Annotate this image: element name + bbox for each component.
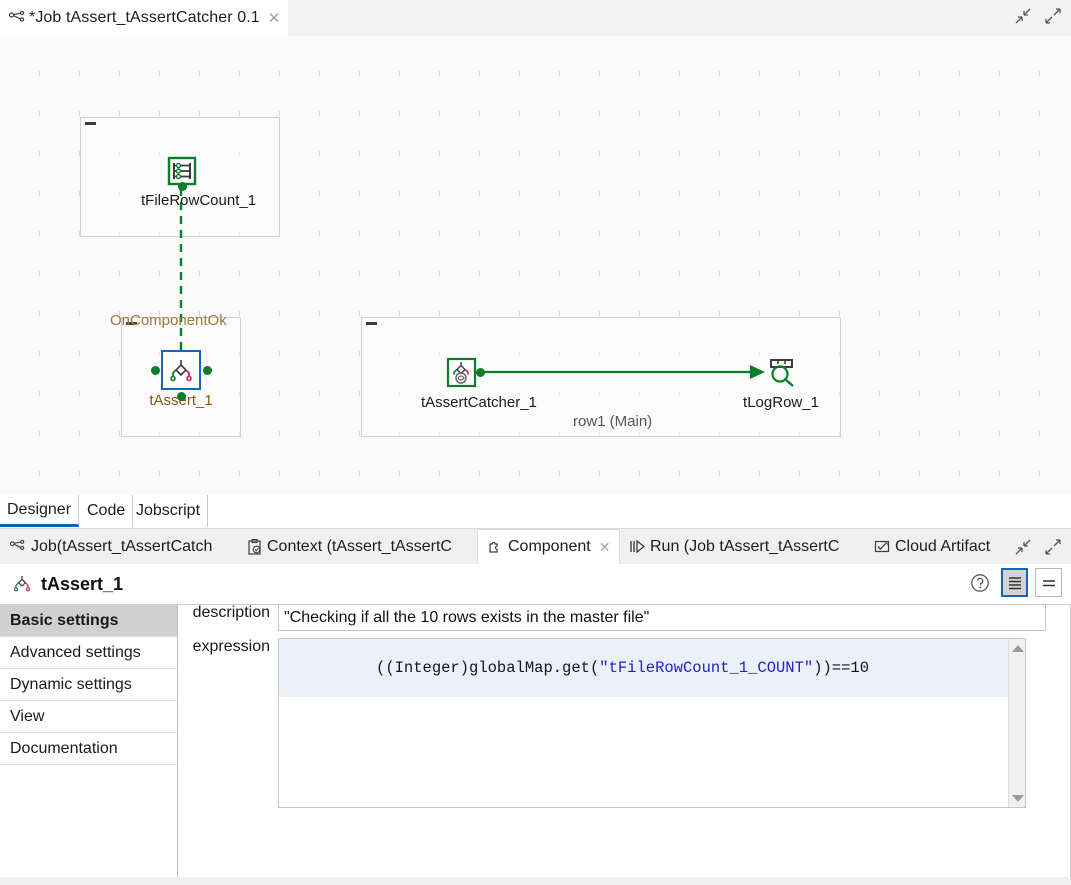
connector-dot-bottom[interactable] bbox=[177, 392, 186, 401]
node-tfilerowcount-1[interactable]: tFileRowCount_1 bbox=[141, 152, 257, 209]
tab-label: Cloud Artifact bbox=[895, 537, 991, 555]
settings-item-dynamic[interactable]: Dynamic settings bbox=[0, 669, 177, 701]
editor-tabbar: *Job tAssert_tAssertCatcher 0.1 ✕ bbox=[0, 0, 1071, 37]
settings-item-label: Dynamic settings bbox=[10, 675, 132, 693]
link-arrow-row1 bbox=[750, 365, 765, 379]
view-tabstrip: Job(tAssert_tAssertCatch Context (tAsser… bbox=[0, 529, 1071, 564]
settings-item-documentation[interactable]: Documentation bbox=[0, 733, 177, 765]
connection-layer bbox=[174, 188, 765, 379]
node-tlogrow-1[interactable]: tLogRow_1 bbox=[741, 354, 821, 411]
help-icon[interactable] bbox=[966, 569, 994, 597]
scroll-up-arrow-icon[interactable] bbox=[1009, 640, 1026, 656]
expression-field-row: expression ((Integer)globalMap.get("tFil… bbox=[178, 638, 1026, 808]
connector-dot-bottom[interactable] bbox=[178, 182, 187, 191]
editor-window-controls bbox=[1013, 6, 1063, 26]
tab-cloud-artifact-view[interactable]: Cloud Artifact bbox=[865, 529, 999, 564]
list-lines-icon bbox=[1008, 576, 1021, 589]
tab-label: Job(tAssert_tAssertCatch bbox=[31, 537, 213, 555]
tab-label: Component bbox=[508, 538, 591, 555]
expression-code-line[interactable]: ((Integer)globalMap.get("tFileRowCount_1… bbox=[279, 639, 1025, 697]
description-field-row: description bbox=[178, 604, 1058, 631]
job-design-canvas[interactable]: tFileRowCount_1 tAssert_1 bbox=[0, 36, 1071, 495]
assert-icon bbox=[14, 576, 30, 592]
minimize-icon[interactable] bbox=[1013, 6, 1033, 26]
maximize-icon[interactable] bbox=[1043, 537, 1063, 557]
tab-context-view[interactable]: Context (tAssert_tAssertC bbox=[238, 529, 461, 564]
tab-component-view[interactable]: Component ✕ bbox=[477, 529, 621, 564]
tab-label: Run (Job tAssert_tAssertC bbox=[650, 537, 840, 555]
settings-item-advanced[interactable]: Advanced settings bbox=[0, 637, 177, 669]
node-tassertcatcher-1[interactable]: tAssertCatcher_1 bbox=[421, 354, 537, 411]
subjob-collapse-toggle[interactable] bbox=[366, 322, 377, 325]
tab-label: Designer bbox=[7, 500, 72, 518]
settings-item-label: Basic settings bbox=[10, 611, 119, 629]
description-label: description bbox=[192, 604, 270, 621]
expression-suffix: ))==10 bbox=[813, 659, 870, 677]
header-tools bbox=[966, 568, 1062, 597]
expression-label: expression bbox=[192, 638, 270, 655]
link-label-row1-main[interactable]: row1 (Main) bbox=[573, 413, 653, 430]
page-title: tAssert_1 bbox=[41, 573, 124, 594]
editor-tab-title: *Job tAssert_tAssertCatcher 0.1 bbox=[29, 9, 260, 26]
subjob-assertcatcher[interactable] bbox=[361, 317, 841, 437]
log-row-icon bbox=[763, 354, 799, 390]
panel-bottom-strip bbox=[0, 877, 1071, 885]
basic-settings-form: description expression ((Integer)globalM… bbox=[178, 604, 1071, 885]
close-icon[interactable]: ✕ bbox=[267, 9, 281, 27]
two-lines-icon bbox=[1042, 579, 1055, 586]
editor-tab-job[interactable]: *Job tAssert_tAssertCatcher 0.1 ✕ bbox=[0, 0, 289, 36]
tab-jobscript[interactable]: Jobscript bbox=[129, 495, 209, 527]
assert-icon bbox=[151, 350, 212, 401]
subjob-collapse-toggle[interactable] bbox=[85, 122, 96, 125]
connector-dot-left[interactable] bbox=[151, 366, 160, 375]
node-tassert-1[interactable]: tAssert_1 bbox=[141, 350, 221, 409]
settings-item-label: Documentation bbox=[10, 739, 118, 757]
assert-catcher-icon bbox=[443, 354, 485, 390]
expression-editor[interactable]: ((Integer)globalMap.get("tFileRowCount_1… bbox=[278, 638, 1026, 808]
subjob-collapse-toggle[interactable] bbox=[126, 322, 137, 325]
job-icon bbox=[9, 539, 25, 550]
tab-label: Context (tAssert_tAssertC bbox=[267, 537, 452, 555]
description-input[interactable] bbox=[278, 604, 1046, 631]
settings-item-basic[interactable]: Basic settings bbox=[0, 605, 177, 637]
settings-item-view[interactable]: View bbox=[0, 701, 177, 733]
tab-label: Code bbox=[87, 502, 126, 519]
tab-designer[interactable]: Designer bbox=[0, 495, 80, 527]
connector-dot-right[interactable] bbox=[476, 368, 485, 377]
component-panel: tAssert_1 bbox=[0, 564, 1071, 885]
scroll-down-arrow-icon[interactable] bbox=[1009, 790, 1026, 806]
node-label: tFileRowCount_1 bbox=[141, 192, 257, 209]
tab-code[interactable]: Code bbox=[80, 495, 134, 527]
component-header: tAssert_1 bbox=[0, 564, 1071, 605]
maximize-icon[interactable] bbox=[1043, 6, 1063, 26]
compact-view-button[interactable] bbox=[1035, 568, 1062, 597]
list-view-button[interactable] bbox=[1001, 568, 1028, 597]
node-label: tAssertCatcher_1 bbox=[421, 394, 537, 411]
expression-prefix: ((Integer)globalMap.get( bbox=[376, 659, 600, 677]
context-icon bbox=[248, 538, 261, 555]
expression-scrollbar[interactable] bbox=[1008, 639, 1025, 807]
connector-dot-right[interactable] bbox=[203, 366, 212, 375]
close-icon[interactable]: ✕ bbox=[598, 538, 611, 555]
settings-list: Basic settings Advanced settings Dynamic… bbox=[0, 605, 178, 885]
designer-tabstrip: Designer Code Jobscript bbox=[0, 495, 1071, 529]
file-row-count-icon bbox=[163, 152, 199, 191]
cloud-artifact-icon bbox=[874, 540, 890, 553]
settings-item-label: View bbox=[10, 707, 45, 725]
tab-label: Jobscript bbox=[136, 502, 201, 519]
component-puzzle-icon bbox=[489, 541, 498, 553]
job-icon bbox=[8, 10, 25, 22]
settings-item-label: Advanced settings bbox=[10, 643, 141, 661]
tab-job-view[interactable]: Job(tAssert_tAssertCatch bbox=[0, 529, 221, 564]
selection-border bbox=[161, 350, 201, 390]
node-label: tLogRow_1 bbox=[743, 394, 819, 411]
run-icon bbox=[630, 539, 645, 554]
minimize-icon[interactable] bbox=[1013, 537, 1033, 557]
expression-string-literal: "tFileRowCount_1_COUNT" bbox=[599, 659, 814, 677]
view-window-controls bbox=[1013, 537, 1063, 557]
tab-run-view[interactable]: Run (Job tAssert_tAssertC bbox=[620, 529, 848, 564]
link-label-oncomponentok[interactable]: OnComponentOk bbox=[110, 312, 227, 329]
